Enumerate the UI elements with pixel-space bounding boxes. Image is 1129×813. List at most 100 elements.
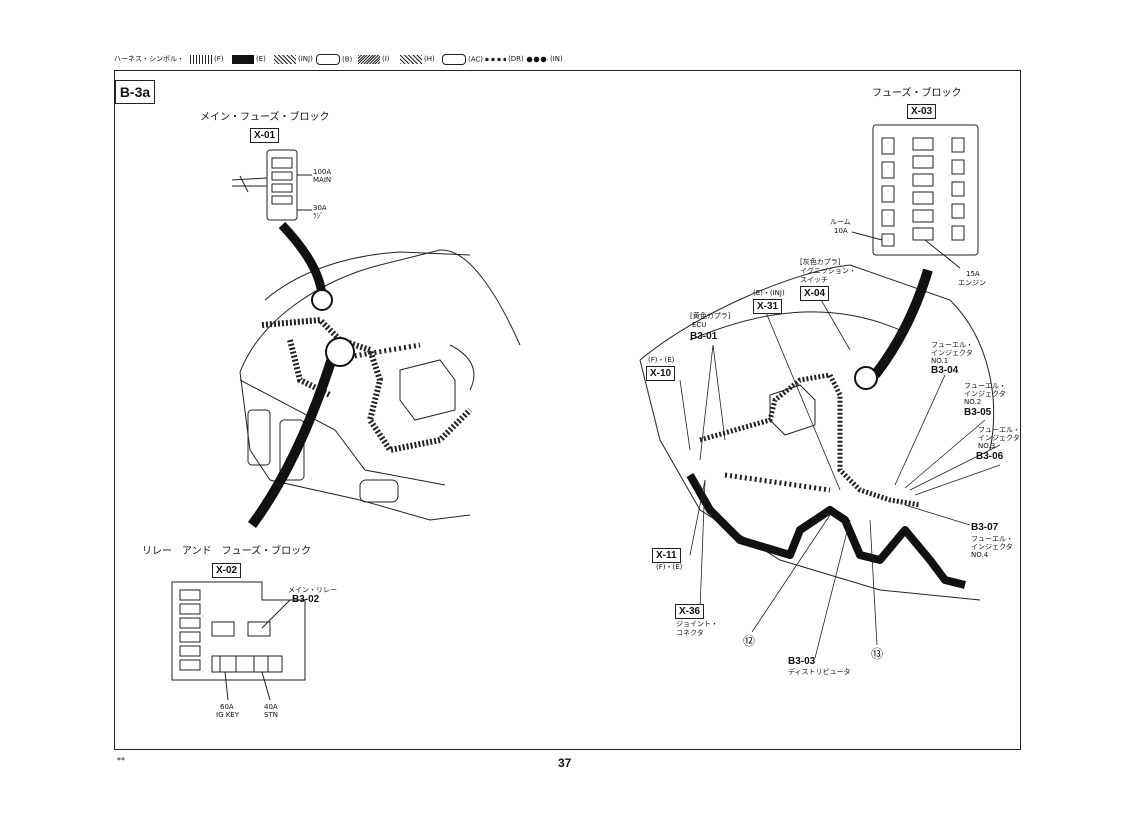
- x11-note: (F)・(E): [656, 563, 683, 571]
- left-harness-dotted: [261, 316, 473, 454]
- injector-4-code: B3-07: [971, 522, 999, 533]
- legend-swatch-dots-big: [484, 54, 506, 64]
- left-hose: [449, 344, 475, 391]
- main-fuse-radiator: ﾗｼﾞ: [313, 212, 324, 220]
- left-car-front: [239, 379, 446, 486]
- left-fusebox-callout: [325, 337, 355, 367]
- b303-note: ディストリビュータ: [788, 668, 851, 676]
- main-fuse-block-code: X-01: [250, 128, 280, 143]
- injector-4-label-3: NO.4: [971, 551, 989, 559]
- legend-item-3: (B): [316, 54, 352, 65]
- x36-note-2: コネクタ: [676, 629, 704, 637]
- injector-1-code: B3-04: [931, 365, 959, 376]
- fuse-block-body: [872, 124, 979, 256]
- legend-item-1: (E): [232, 54, 266, 64]
- legend-item-6: (AC): [442, 54, 483, 65]
- main-relay-label: メイン・リレー: [288, 586, 337, 594]
- fuse-stn: STN: [264, 711, 278, 719]
- engine-label: エンジン: [958, 279, 986, 287]
- right-fusebox-callout: [854, 366, 878, 390]
- legend-swatch-rings: [442, 54, 466, 65]
- injector-3-code: B3-06: [976, 451, 1004, 462]
- room-label: ルーム: [830, 218, 851, 226]
- legend-item-8: (IN): [526, 54, 563, 64]
- fuse-ig-key: IG KEY: [216, 711, 240, 719]
- x31-code: X-31: [753, 299, 783, 314]
- legend-item-4: (I): [358, 54, 390, 64]
- legend-swatch-hatch: [358, 54, 380, 64]
- legend-swatch-zigzag: [274, 54, 296, 64]
- fuse-40a: 40A: [264, 703, 278, 711]
- corner-mark: **: [117, 756, 125, 765]
- fuse-block-code: X-03: [907, 104, 937, 119]
- main-fuse-100a: 100A: [313, 168, 332, 176]
- injector-1-label-1: フューエル・: [931, 341, 973, 349]
- fuse-60a: 60A: [220, 703, 234, 711]
- b303-code: B3-03: [788, 656, 816, 667]
- legend-item-7: (DR): [484, 54, 524, 64]
- x11-code: X-11: [652, 548, 681, 563]
- legend-swatch-circles: [316, 54, 340, 65]
- relay-fuse-block-code: X-02: [212, 563, 242, 578]
- left-mainfuse-callout: [311, 289, 333, 311]
- x04-note-3: スイッチ: [800, 276, 828, 284]
- left-pointer-1: [278, 221, 327, 297]
- room-fuse-10a: 10A: [834, 227, 848, 235]
- legend-code: (INJ): [298, 55, 313, 63]
- legend-item-2: (INJ): [274, 54, 313, 64]
- injector-2-code: B3-05: [964, 407, 992, 418]
- circle-13-marker: ⑬: [871, 647, 884, 661]
- left-grille-2: [279, 419, 305, 481]
- page-number: 37: [558, 756, 572, 770]
- legend-code: (DR): [508, 55, 524, 63]
- main-relay-code: B3-02: [292, 594, 320, 605]
- circle-12-marker: ⑫: [743, 634, 756, 648]
- legend-swatch-solid: [232, 54, 254, 64]
- injector-1-label-3: NO.1: [931, 357, 949, 365]
- right-harness-dotted: [699, 372, 921, 508]
- legend-code: (AC): [468, 55, 484, 64]
- right-battery: [769, 384, 816, 436]
- injector-2-label-3: NO.2: [964, 398, 982, 406]
- legend-swatch-dots: [190, 54, 212, 64]
- injector-4-label-2: インジェクタ: [971, 543, 1013, 551]
- page-tag: B-3a: [115, 80, 155, 104]
- legend-code: (IN): [550, 55, 563, 63]
- b301-note-1: [黄色カプラ]: [690, 312, 731, 320]
- legend-item-0: (F): [190, 54, 224, 64]
- right-harness-black: [686, 473, 966, 589]
- left-headlight: [359, 479, 399, 503]
- legend-code: (I): [382, 55, 390, 63]
- injector-1-label-2: インジェクタ: [931, 349, 973, 357]
- x36-note-1: ジョイント・: [676, 620, 718, 628]
- main-fuse-30a: 30A: [313, 204, 327, 212]
- diagram-frame: [114, 70, 1021, 750]
- x04-note-1: [灰色カプラ]: [800, 258, 841, 266]
- left-battery: [399, 359, 456, 421]
- x31-note: (E)・(INJ): [753, 289, 785, 297]
- legend-code: (H): [424, 55, 435, 63]
- main-fuse-block-title: メイン・フューズ・ブロック: [200, 112, 330, 123]
- b301-code: B3-01: [690, 331, 718, 342]
- x04-note-2: イグニッション・: [800, 267, 856, 275]
- injector-3-label-1: フューエル・: [978, 426, 1020, 434]
- injector-2-label-1: フューエル・: [964, 382, 1006, 390]
- injector-2-label-2: インジェクタ: [964, 390, 1006, 398]
- relay-fuse-block-body: [171, 581, 306, 681]
- legend-swatch-crosshatch: [400, 54, 422, 64]
- left-car-hood: [264, 251, 471, 301]
- relay-fuse-block-title: リレー アンド フューズ・ブロック: [142, 546, 312, 557]
- injector-3-label-3: NO.3: [978, 442, 996, 450]
- right-car-hood: [689, 311, 901, 341]
- right-harness-ladder: [724, 472, 831, 493]
- legend-code: (B): [342, 55, 353, 64]
- left-pointer-2: [247, 353, 338, 528]
- x04-code: X-04: [800, 286, 830, 301]
- main-fuse-main: MAIN: [313, 176, 332, 184]
- legend-prefix: ハーネス・シンボル・: [114, 55, 184, 63]
- fuse-block-title: フューズ・ブロック: [872, 88, 962, 99]
- legend-swatch-beads: [526, 54, 548, 64]
- legend-code: (E): [256, 55, 266, 63]
- x10-code: X-10: [646, 366, 676, 381]
- right-pointer: [871, 268, 933, 379]
